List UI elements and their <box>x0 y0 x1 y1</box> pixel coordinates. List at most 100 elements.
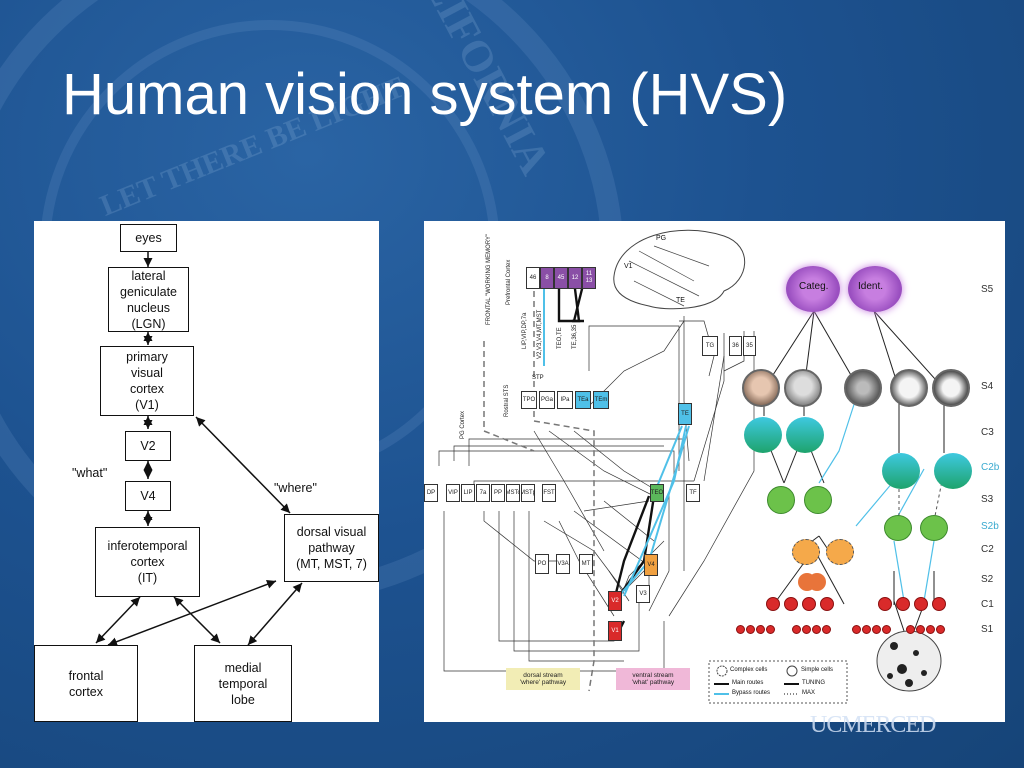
hvs-flowchart-panel: eyes lateral geniculate nucleus (LGN) pr… <box>34 221 379 722</box>
c2-node <box>826 539 854 565</box>
face-image-1 <box>742 369 780 407</box>
area-dp: DP <box>424 484 438 502</box>
level-c3: C3 <box>981 427 994 438</box>
level-c2: C2 <box>981 544 994 555</box>
area-v4: V4 <box>644 554 658 576</box>
c1-unit <box>820 597 834 611</box>
level-c1: C1 <box>981 599 994 610</box>
sts-tea: TEa <box>575 391 591 409</box>
ucmerced-logo: UCMERCED <box>810 712 936 738</box>
prefrontal-label: Prefrontal Cortex <box>506 259 512 305</box>
ident-node <box>848 266 902 312</box>
s1-unit <box>802 625 811 634</box>
c1-unit <box>914 597 928 611</box>
s2b-node <box>884 515 912 541</box>
eyes-box: eyes <box>120 224 177 252</box>
slide-title: Human vision system (HVS) <box>62 62 788 127</box>
categ-node <box>786 266 840 312</box>
dog-image-1 <box>890 369 928 407</box>
s2b-node <box>920 515 948 541</box>
area-tf: TF <box>686 484 700 502</box>
c1-unit <box>766 597 780 611</box>
area-teo: TEO <box>650 484 664 502</box>
s1-unit <box>862 625 871 634</box>
dorsal-pathway-box: dorsal visual pathway (MT, MST, 7) <box>284 514 379 582</box>
sts-ipa: IPa <box>557 391 573 409</box>
s1-unit <box>936 625 945 634</box>
s1-unit <box>926 625 935 634</box>
face-image-3 <box>844 369 882 407</box>
area-35: 35 <box>743 336 756 356</box>
frontal-cortex-box: frontal cortex <box>34 645 138 722</box>
s1-unit <box>822 625 831 634</box>
v2-box: V2 <box>125 431 171 461</box>
ventral-stream-label: ventral stream 'what' pathway <box>616 668 690 690</box>
c2b-node <box>934 453 972 489</box>
v4-box: V4 <box>125 481 171 511</box>
area-v3: V3 <box>636 585 650 603</box>
c1-unit <box>878 597 892 611</box>
brain-label-te: TE <box>676 297 685 304</box>
s1-unit <box>882 625 891 634</box>
s1-unit <box>736 625 745 634</box>
area-v3a: V3A <box>556 554 570 574</box>
c1-unit <box>932 597 946 611</box>
level-s2: S2 <box>981 574 994 585</box>
area-mt: MT <box>579 554 593 574</box>
s3-node <box>804 486 832 514</box>
legend-simple-cells: Simple cells <box>801 667 834 673</box>
level-s1: S1 <box>981 624 994 635</box>
c3-node <box>786 417 824 453</box>
s1-unit <box>746 625 755 634</box>
legend-complex-cells: Complex cells <box>730 667 768 673</box>
s3-node <box>767 486 795 514</box>
level-s5: S5 <box>981 284 994 295</box>
area-te: TE <box>678 403 692 425</box>
s1-unit <box>812 625 821 634</box>
area-tg: TG <box>702 336 718 356</box>
brain-label-v1: V1 <box>624 263 633 270</box>
area-v2: V2 <box>608 591 622 611</box>
s1-unit <box>756 625 765 634</box>
brain-label-pg: PG <box>656 235 667 242</box>
dog-image-2 <box>932 369 970 407</box>
area-pp: PP <box>491 484 505 502</box>
c2b-node <box>882 453 920 489</box>
route-label-lip: LIP,VIP,DP,7a <box>522 312 528 349</box>
ident-label: Ident. <box>858 281 884 292</box>
v1-box: primary visual cortex (V1) <box>100 346 194 416</box>
c1-unit <box>784 597 798 611</box>
legend-bypass-routes: Bypass routes <box>732 690 771 696</box>
s1-unit <box>906 625 915 634</box>
where-label: "where" <box>274 481 317 495</box>
legend-main-routes: Main routes <box>732 680 764 686</box>
c2-node <box>792 539 820 565</box>
s1-unit <box>766 625 775 634</box>
area-po: PO <box>535 554 549 574</box>
pg-cortex-label: PG Cortex <box>460 410 466 439</box>
prefrontal-area-8: 8 <box>540 267 554 289</box>
stp-label: STP <box>532 375 544 381</box>
prefrontal-area-12: 12 <box>568 267 582 289</box>
prefrontal-area-46: 46 <box>526 267 540 289</box>
c1-unit <box>802 597 816 611</box>
area-lip: LIP <box>461 484 475 502</box>
route-label-te: TE,36,35 <box>572 324 578 349</box>
route-label-v2: V2,V3,V4,MT,MST <box>537 309 543 359</box>
face-image-2 <box>784 369 822 407</box>
c3-node <box>744 417 782 453</box>
level-s4: S4 <box>981 381 994 392</box>
sts-tpo: TPO <box>521 391 537 409</box>
dorsal-stream-label: dorsal stream 'where' pathway <box>506 668 580 690</box>
lgn-box: lateral geniculate nucleus (LGN) <box>108 267 189 332</box>
flowchart-arrows <box>95 252 303 647</box>
route-label-teo: TEO,TE <box>557 327 563 349</box>
s1-unit <box>872 625 881 634</box>
sts-tem: TEm <box>593 391 609 409</box>
hierarchy-diagram-panel: 46 8 45 12 11 13 Prefrontal Cortex FRONT… <box>424 221 1005 722</box>
area-mstp: MSTp <box>521 484 535 502</box>
what-label: "what" <box>72 466 108 480</box>
medial-temporal-lobe-box: medial temporal lobe <box>194 645 292 722</box>
area-vip: VIP <box>446 484 460 502</box>
